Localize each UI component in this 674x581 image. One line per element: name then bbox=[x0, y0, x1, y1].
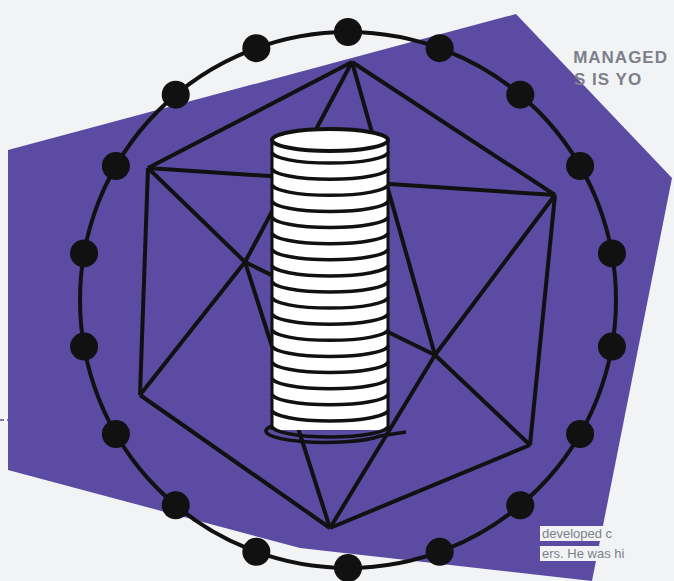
envelope-circle bbox=[80, 32, 616, 568]
coil-winding bbox=[272, 265, 388, 276]
spike-dot bbox=[334, 18, 362, 46]
background-text: ers. He was hi bbox=[540, 546, 626, 561]
coil-winding bbox=[272, 313, 388, 324]
spike-dot bbox=[162, 81, 190, 109]
coil-winding bbox=[272, 362, 388, 373]
coil-winding bbox=[272, 426, 388, 437]
spike-dot bbox=[162, 491, 190, 519]
capsid-edge bbox=[330, 445, 530, 528]
spike-dot bbox=[598, 239, 626, 267]
spike-dot bbox=[506, 81, 534, 109]
envelope-spikes bbox=[70, 18, 626, 581]
genome-coil bbox=[266, 129, 406, 442]
coil-tail bbox=[266, 426, 406, 442]
capsid-edge bbox=[530, 195, 555, 445]
coil-winding bbox=[272, 394, 388, 405]
coil-winding bbox=[272, 233, 388, 244]
background-text: S IS YO bbox=[572, 70, 644, 90]
background-text: MANAGED bbox=[571, 48, 670, 68]
capsid-edge bbox=[435, 355, 530, 445]
capsid-edge bbox=[140, 262, 245, 395]
coil-winding bbox=[272, 410, 388, 421]
spike-dot bbox=[566, 152, 594, 180]
spike-dot bbox=[566, 420, 594, 448]
spike-dot bbox=[242, 538, 270, 566]
spike-dot bbox=[102, 152, 130, 180]
spike-dot bbox=[598, 333, 626, 361]
spike-dot bbox=[426, 34, 454, 62]
spike-dot bbox=[334, 554, 362, 581]
purple-backdrop bbox=[8, 14, 672, 581]
spike-dot bbox=[426, 538, 454, 566]
capsid-icosahedron bbox=[140, 62, 555, 528]
coil-winding bbox=[272, 249, 388, 260]
coil-body bbox=[272, 140, 388, 430]
coil-winding bbox=[272, 378, 388, 389]
coil-winding bbox=[272, 200, 388, 211]
coil-winding bbox=[272, 345, 388, 356]
coil-winding bbox=[272, 217, 388, 228]
coil-winding bbox=[272, 329, 388, 340]
dashed-rule bbox=[0, 419, 55, 421]
spike-dot bbox=[102, 420, 130, 448]
spike-dot bbox=[506, 491, 534, 519]
spike-dot bbox=[70, 333, 98, 361]
coil-winding bbox=[272, 281, 388, 292]
background-text: developed c bbox=[540, 526, 614, 541]
capsid-edge bbox=[148, 168, 245, 262]
coil-top bbox=[272, 129, 388, 151]
coil-winding bbox=[272, 152, 388, 163]
capsid-edge bbox=[140, 168, 148, 395]
coil-winding bbox=[272, 184, 388, 195]
coil-winding bbox=[272, 168, 388, 179]
spike-dot bbox=[70, 239, 98, 267]
spike-dot bbox=[242, 34, 270, 62]
capsid-edge bbox=[435, 195, 555, 355]
coil-winding bbox=[272, 297, 388, 308]
